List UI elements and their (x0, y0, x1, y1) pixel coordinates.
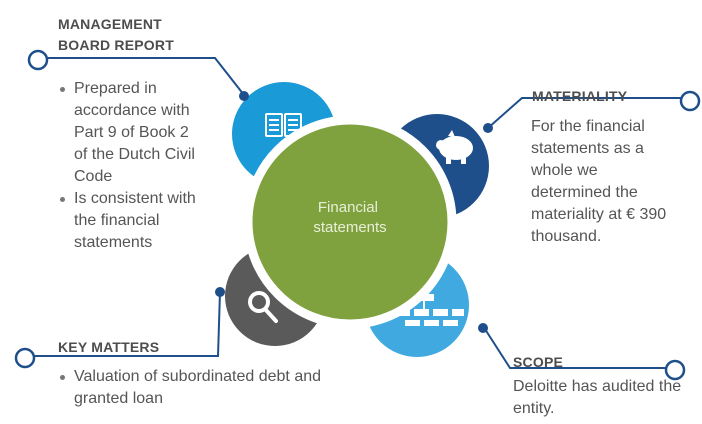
center-circle (243, 115, 457, 329)
key-matters-connector (28, 291, 221, 357)
materiality-dot (483, 123, 493, 133)
materiality-text: For the financial statements as a whole … (531, 118, 667, 245)
management-heading-line2: BOARD REPORT (58, 37, 174, 53)
key-matters-terminal (14, 347, 36, 369)
key-matters-dot (215, 287, 225, 297)
management-bullets: Prepared in accordance with Part 9 of Bo… (56, 78, 196, 254)
scope-dot (478, 323, 488, 333)
management-heading-line1: MANAGEMENT (58, 16, 162, 32)
key-matters-heading: KEY MATTERS (58, 339, 160, 355)
management-terminal (27, 49, 49, 71)
management-dot (239, 91, 249, 101)
piggy-bank-icon (436, 130, 473, 164)
list-item: Valuation of subordinated debt and grant… (56, 366, 356, 410)
book-icon (265, 113, 302, 137)
key-matters-bullets: Valuation of subordinated debt and grant… (56, 366, 356, 410)
list-item: Is consistent with the financial stateme… (56, 188, 196, 254)
management-block: MANAGEMENT BOARD REPORT (58, 14, 174, 56)
scope-text: Deloitte has audited the entity. (513, 378, 682, 417)
org-chart-icon (395, 294, 464, 326)
materiality-terminal (679, 90, 701, 112)
scope-connector (482, 325, 676, 369)
magnifier-icon (248, 291, 278, 323)
materiality-connector (487, 97, 688, 129)
management-connector (40, 57, 245, 96)
scope-heading: SCOPE (513, 354, 564, 370)
scope-terminal (664, 359, 686, 381)
center-label: Financial statements (313, 199, 386, 236)
list-item: Prepared in accordance with Part 9 of Bo… (56, 78, 196, 188)
materiality-heading: MATERIALITY (532, 88, 628, 104)
